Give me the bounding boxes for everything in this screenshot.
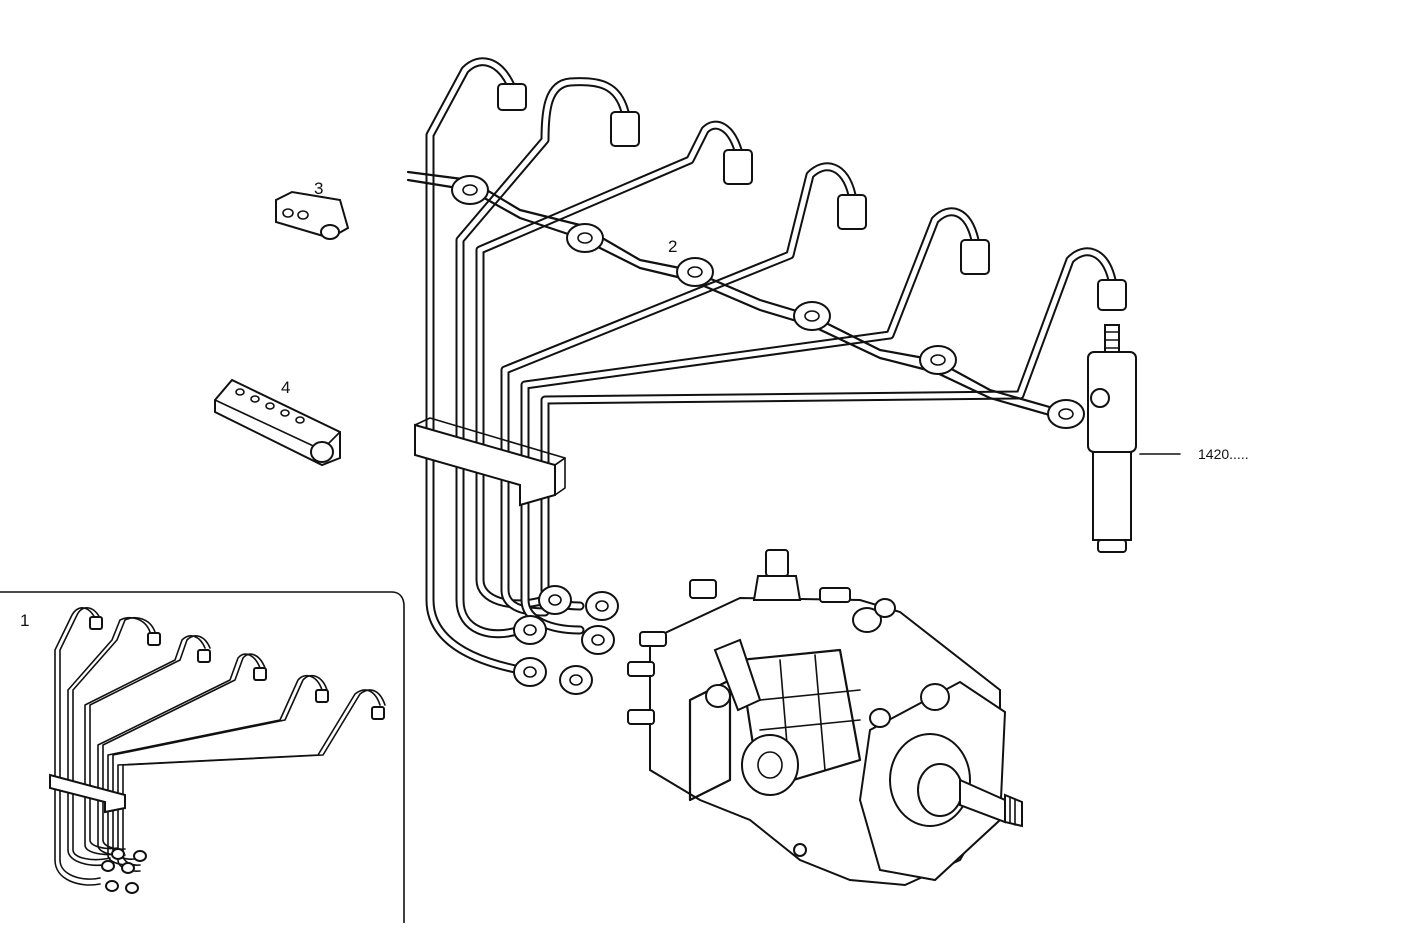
injection-pump — [627, 549, 1023, 887]
injector-union-nuts — [497, 83, 1127, 311]
label-clamp-small: 3 — [314, 179, 323, 198]
injection-pipe-bundle — [406, 57, 1127, 695]
bundle-clamp — [414, 417, 566, 507]
label-injector: 1420..... — [1198, 446, 1249, 462]
pump-union-nuts — [513, 585, 619, 695]
injector — [1087, 324, 1137, 553]
banjo-fittings — [451, 175, 1085, 429]
clamp-small — [275, 190, 350, 240]
label-clamp-large: 4 — [281, 378, 290, 397]
label-inset: 1 — [20, 611, 29, 630]
inset-panel — [0, 591, 405, 924]
label-pipes: 2 — [668, 237, 677, 256]
clamp-large — [214, 378, 341, 467]
inset-pipe-bundle — [49, 607, 386, 894]
